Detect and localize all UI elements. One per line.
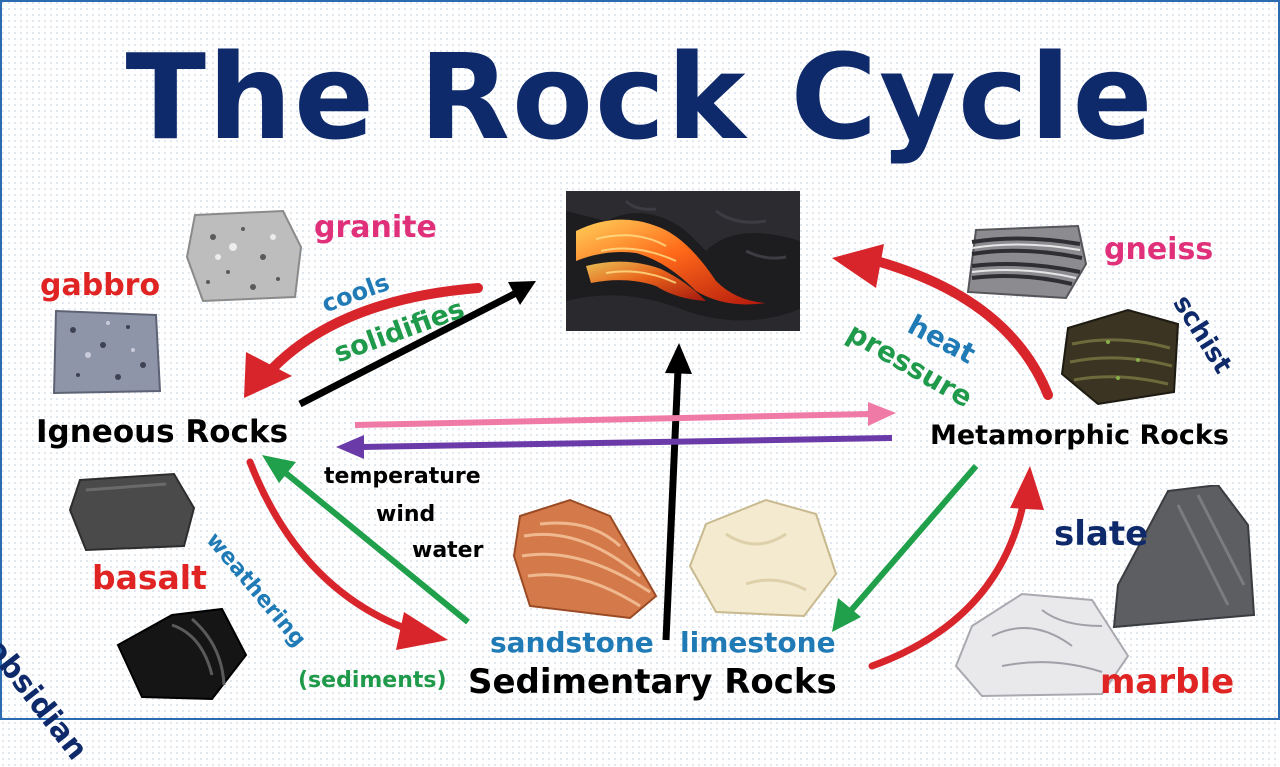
temperature-label: temperature — [324, 464, 481, 489]
gabbro-label: gabbro — [40, 268, 161, 303]
schist-rock — [1060, 308, 1180, 406]
marble-label: marble — [1100, 662, 1235, 702]
arrow-metamorphic-to-magma-head — [832, 244, 884, 288]
arrow-metamorphic-to-igneous-head — [336, 435, 364, 459]
sedimentary-rocks-label: Sedimentary Rocks — [468, 662, 837, 702]
sandstone-label: sandstone — [490, 626, 654, 659]
border-frame — [0, 0, 1280, 720]
slate-label: slate — [1054, 514, 1149, 554]
arrow-metamorphic-to-magma — [875, 257, 1053, 400]
basalt-rock — [68, 472, 196, 552]
arrow-sedimentary-to-igneous — [280, 467, 470, 625]
basalt-label: basalt — [92, 558, 207, 597]
marble-rock — [954, 592, 1130, 698]
arrow-igneous-to-magma-head — [508, 281, 536, 305]
arrow-sedimentary-to-igneous-head — [262, 455, 296, 483]
arrow-igneous-to-sedimentary — [246, 458, 414, 634]
limestone-rock — [688, 498, 838, 618]
arrow-igneous-to-metamorphic — [354, 411, 871, 428]
wind-label: wind — [376, 502, 436, 527]
page-title: The Rock Cycle — [125, 28, 1155, 166]
gabbro-rock — [52, 309, 162, 395]
water-label: water — [412, 538, 484, 563]
arrow-igneous-to-sedimentary-head — [396, 612, 448, 650]
cycle-arrows — [244, 244, 1053, 670]
gneiss-rock — [966, 224, 1088, 300]
sandstone-rock — [512, 498, 658, 620]
obsidian-rock — [116, 607, 248, 701]
arrow-magma-to-igneous-head — [244, 352, 292, 398]
arrow-magma-to-igneous — [257, 283, 483, 385]
arrow-sedimentary-to-metamorphic — [868, 496, 1028, 670]
magma-lava-image — [566, 191, 800, 331]
gneiss-label: gneiss — [1104, 232, 1214, 267]
granite-rock — [185, 209, 303, 303]
arrow-metamorphic-to-sedimentary — [845, 464, 979, 616]
sediments-label: (sediments) — [298, 668, 447, 693]
arrow-metamorphic-to-sedimentary-head — [832, 598, 861, 632]
arrow-sedimentary-to-magma — [662, 369, 682, 641]
limestone-label: limestone — [680, 626, 836, 659]
arrow-sedimentary-to-metamorphic-head — [1010, 466, 1044, 510]
metamorphic-rocks-label: Metamorphic Rocks — [930, 420, 1229, 451]
arrow-sedimentary-to-magma-head — [665, 343, 692, 374]
arrow-metamorphic-to-igneous — [361, 435, 893, 450]
slate-rock — [1112, 485, 1256, 629]
arrow-igneous-to-metamorphic-head — [868, 402, 896, 426]
granite-label: granite — [314, 210, 437, 245]
igneous-rocks-label: Igneous Rocks — [36, 414, 289, 450]
arrow-igneous-to-magma — [298, 287, 522, 408]
